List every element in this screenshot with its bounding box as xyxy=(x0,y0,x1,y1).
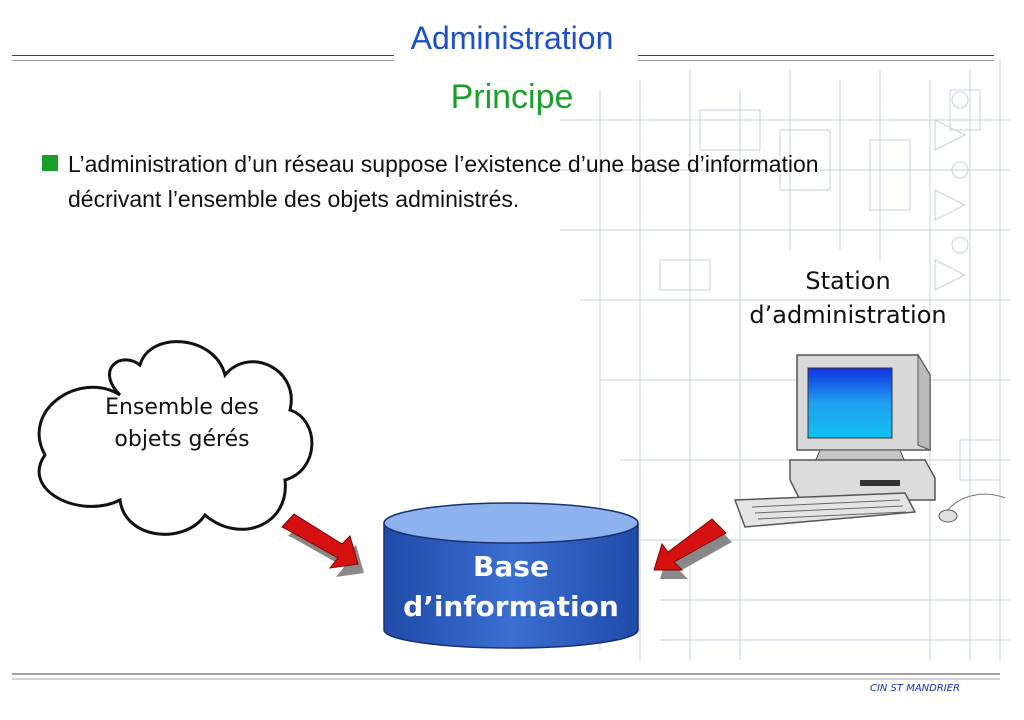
bullet-square-icon xyxy=(42,155,58,171)
station-label: Station d’administration xyxy=(749,267,947,329)
cloud-label: Ensemble des objets gérés xyxy=(105,395,259,452)
arrow-left-icon xyxy=(281,513,364,577)
slide-subtitle: Principe xyxy=(450,78,574,116)
database-cylinder xyxy=(383,502,639,649)
bullet-text: L’administration d’un réseau suppose l’e… xyxy=(68,151,819,212)
slide-title-text: Administration xyxy=(402,20,622,56)
slide-title: Administration xyxy=(0,20,1024,57)
header-rule-right-secondary xyxy=(638,60,994,61)
arrow-right-icon xyxy=(653,518,732,579)
footer-text: CIN ST MANDRIER xyxy=(869,683,961,694)
database-label: Base d’information xyxy=(403,550,619,623)
header-rule-left-secondary xyxy=(12,60,394,61)
header-rule-right xyxy=(638,55,994,56)
computer-icon xyxy=(733,353,1006,528)
header-rule-left xyxy=(12,55,394,56)
cloud-shape xyxy=(37,340,314,536)
